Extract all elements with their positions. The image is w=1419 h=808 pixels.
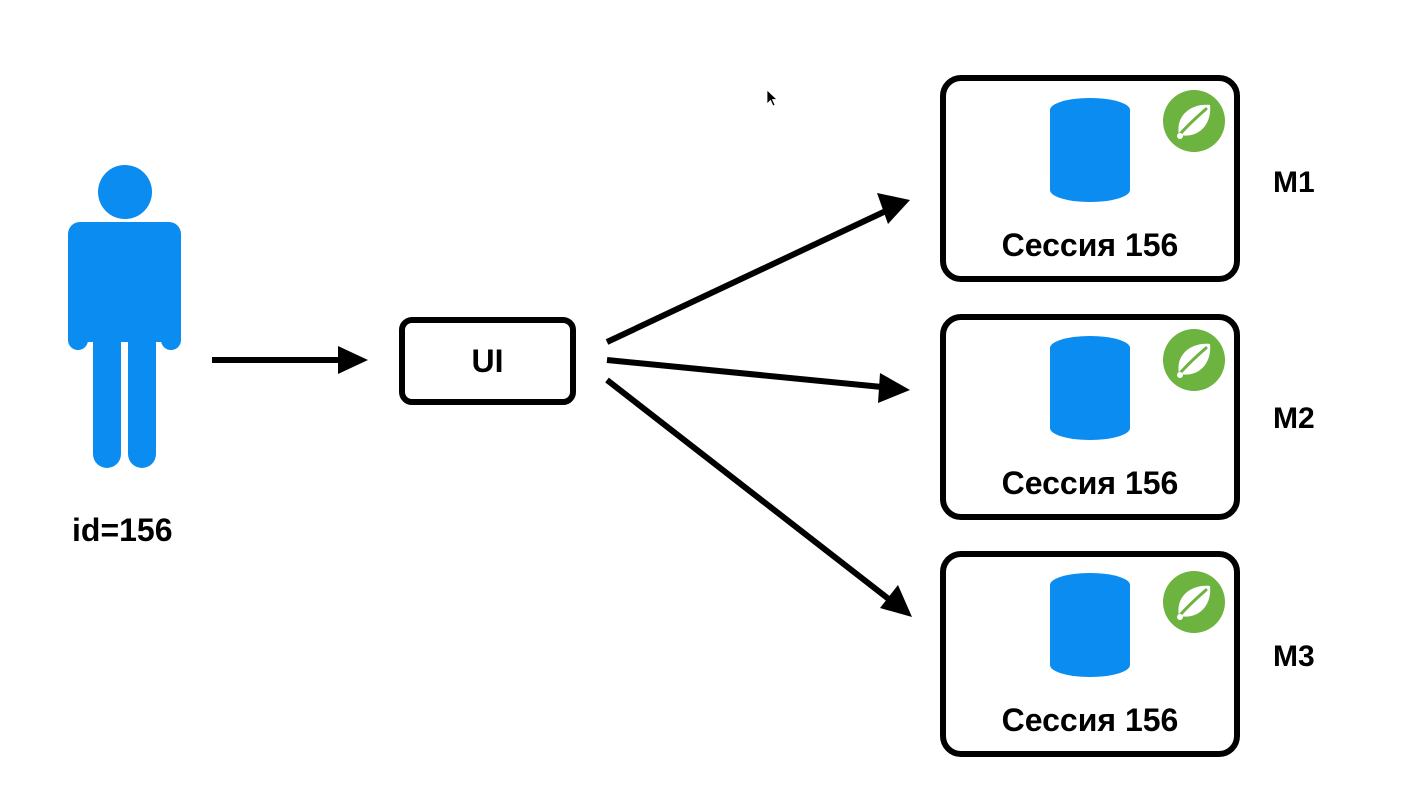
mouse-cursor-icon	[766, 89, 779, 107]
session-label-m1: Сессия 156	[1001, 227, 1179, 263]
session-label-m3: Сессия 156	[1001, 702, 1179, 738]
arrow-ui-to-m2	[606, 357, 910, 403]
node-name-m1: M1	[1273, 166, 1315, 199]
arrow-ui-to-m3	[605, 377, 912, 617]
database-icon	[1050, 336, 1130, 440]
database-icon	[1050, 98, 1130, 202]
spring-leaf-icon	[1163, 90, 1225, 152]
arrow-user-to-ui	[212, 346, 368, 374]
database-icon	[1050, 573, 1130, 677]
spring-leaf-icon	[1163, 329, 1225, 391]
arrow-ui-to-m1	[605, 193, 910, 345]
user-id-label: id=156	[72, 512, 173, 548]
spring-leaf-icon	[1163, 571, 1225, 633]
node-name-m2: M2	[1273, 402, 1315, 435]
person-icon	[68, 165, 181, 468]
session-label-m2: Сессия 156	[1001, 465, 1179, 501]
node-name-m3: M3	[1273, 640, 1315, 673]
ui-box-label: UI	[471, 342, 504, 379]
ui-box	[399, 317, 576, 405]
